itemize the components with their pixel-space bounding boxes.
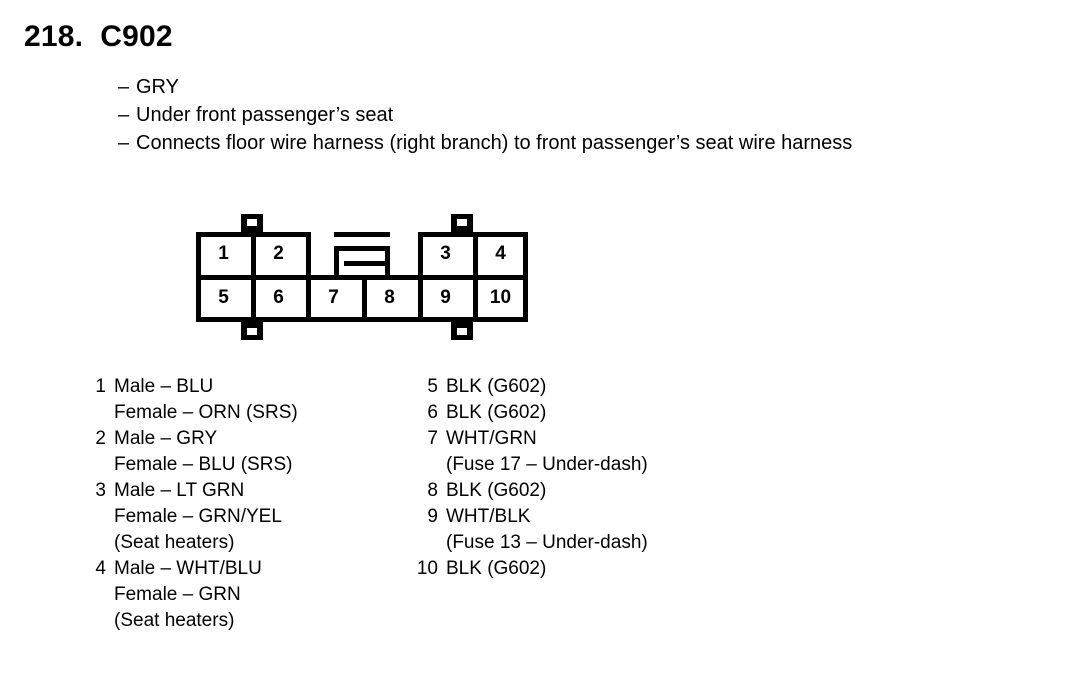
pin-description: Male – WHT/BLU Female – GRN (Seat heater… — [114, 556, 298, 634]
pin-number: 5 — [427, 376, 438, 397]
pin-description: BLK (G602) — [446, 374, 648, 400]
pin-number: 6 — [427, 402, 438, 423]
description-text: Connects floor wire harness (right branc… — [136, 132, 853, 154]
pin-entry: 6 BLK (G602) — [398, 400, 648, 426]
pin-line: WHT/GRN — [446, 428, 537, 449]
cavity-2: 2 — [273, 243, 284, 264]
pin-list-right: 5 BLK (G602) 6 BLK (G602) 7 WHT/GRN (Fus… — [398, 374, 648, 582]
bullet-dash: – — [118, 132, 130, 154]
mounting-tab-slot — [247, 219, 257, 226]
pin-line: Female – BLU (SRS) — [114, 454, 293, 475]
pin-line: BLK (G602) — [446, 402, 547, 423]
pin-line: Male – BLU — [114, 376, 214, 397]
pin-description: Male – GRY Female – BLU (SRS) — [114, 426, 298, 478]
pin-entry: 3 Male – LT GRN Female – GRN/YEL (Seat h… — [78, 478, 298, 556]
divider-bottom-5-6 — [251, 275, 256, 322]
page-title: 218. C902 — [24, 20, 173, 53]
pin-line: (Seat heaters) — [114, 532, 235, 553]
mounting-tab-bottom-right — [451, 320, 473, 340]
divider-bottom-9-10 — [473, 275, 478, 322]
pin-number: 2 — [95, 428, 106, 449]
pin-list-left: 1 Male – BLU Female – ORN (SRS) 2 Male –… — [78, 374, 298, 634]
pin-entry: 7 WHT/GRN (Fuse 17 – Under-dash) — [398, 426, 648, 478]
divider-top-3-4 — [473, 232, 478, 280]
bullet-dash: – — [118, 76, 130, 98]
pin-description: Male – LT GRN Female – GRN/YEL (Seat hea… — [114, 478, 298, 556]
divider-bottom-7-8 — [362, 275, 367, 322]
top-edge-gap-right — [390, 232, 418, 237]
cavity-7: 7 — [328, 287, 339, 308]
pin-line: (Fuse 13 – Under-dash) — [446, 532, 648, 553]
pin-line: Male – LT GRN — [114, 480, 245, 501]
divider-top-keyway-3 — [418, 232, 423, 280]
pin-number: 7 — [427, 428, 438, 449]
pin-line: BLK (G602) — [446, 480, 547, 501]
pin-number: 3 — [95, 480, 106, 501]
cavity-6: 6 — [273, 287, 284, 308]
mounting-tab-top-left — [241, 214, 263, 234]
mounting-tab-top-right — [451, 214, 473, 234]
pin-number: 10 — [416, 558, 438, 579]
pin-description: BLK (G602) — [446, 556, 648, 582]
connector-diagram: 1 2 3 4 5 6 7 8 9 10 — [196, 214, 528, 340]
pin-entry: 10 BLK (G602) — [398, 556, 648, 582]
description-line: – Connects floor wire harness (right bra… — [118, 129, 852, 157]
divider-bottom-8-9 — [418, 275, 423, 322]
cavity-9: 9 — [440, 287, 451, 308]
pin-entry: 1 Male – BLU Female – ORN (SRS) — [78, 374, 298, 426]
pin-description: Male – BLU Female – ORN (SRS) — [114, 374, 298, 426]
bullet-dash: – — [118, 104, 130, 126]
pin-number: 4 — [95, 558, 106, 579]
description-text: Under front passenger’s seat — [136, 104, 394, 126]
cavity-5: 5 — [218, 287, 229, 308]
pin-line: Male – WHT/BLU — [114, 558, 262, 579]
pin-description: BLK (G602) — [446, 478, 648, 504]
description-line: – GRY — [118, 73, 852, 101]
pin-line: Female – GRN/YEL — [114, 506, 282, 527]
mounting-tab-slot — [247, 328, 257, 335]
mounting-tab-slot — [457, 219, 467, 226]
cavity-1: 1 — [218, 243, 229, 264]
description-text: GRY — [136, 76, 179, 98]
divider-top-1-2 — [251, 232, 256, 280]
description-list: – GRY – Under front passenger’s seat – C… — [118, 73, 852, 157]
pin-line: (Fuse 17 – Under-dash) — [446, 454, 648, 475]
divider-bottom-6-7 — [306, 275, 311, 322]
pin-entry: 2 Male – GRY Female – BLU (SRS) — [78, 426, 298, 478]
pin-description: WHT/BLK (Fuse 13 – Under-dash) — [446, 504, 648, 556]
cavity-4: 4 — [495, 243, 506, 264]
pin-line: Male – GRY — [114, 428, 218, 449]
pin-line: BLK (G602) — [446, 558, 547, 579]
pin-number: 1 — [95, 376, 106, 397]
pin-entry: 4 Male – WHT/BLU Female – GRN (Seat heat… — [78, 556, 298, 634]
pin-line: BLK (G602) — [446, 376, 547, 397]
cavity-8: 8 — [384, 287, 395, 308]
pin-line: WHT/BLK — [446, 506, 531, 527]
cavity-3: 3 — [440, 243, 451, 264]
pin-entry: 8 BLK (G602) — [398, 478, 648, 504]
pin-line: Female – ORN (SRS) — [114, 402, 298, 423]
pin-number: 8 — [427, 480, 438, 501]
mounting-tab-bottom-left — [241, 320, 263, 340]
top-edge-gap-left — [306, 232, 334, 237]
pin-number: 9 — [427, 506, 438, 527]
pin-description: BLK (G602) — [446, 400, 648, 426]
pin-entry: 9 WHT/BLK (Fuse 13 – Under-dash) — [398, 504, 648, 556]
polarizing-slot — [334, 246, 390, 275]
pin-line: (Seat heaters) — [114, 610, 235, 631]
mounting-tab-slot — [457, 328, 467, 335]
pin-description: WHT/GRN (Fuse 17 – Under-dash) — [446, 426, 648, 478]
description-line: – Under front passenger’s seat — [118, 101, 852, 129]
polarizing-slot-bar — [344, 261, 390, 266]
divider-top-2-keyway — [306, 232, 311, 280]
cavity-10: 10 — [489, 287, 512, 308]
pin-line: Female – GRN — [114, 584, 241, 605]
pin-entry: 5 BLK (G602) — [398, 374, 648, 400]
